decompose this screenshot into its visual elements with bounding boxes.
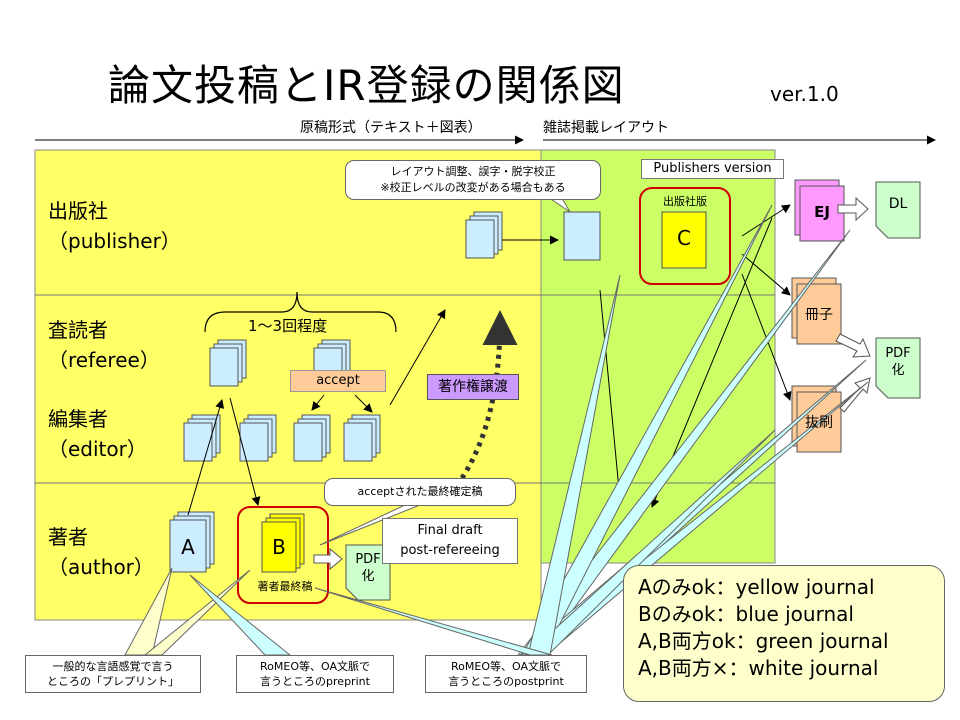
flow-arrow xyxy=(229,397,261,506)
page-title: 論文投稿とIR登録の関係図 xyxy=(108,61,625,110)
publisher-doc-stack xyxy=(465,211,503,259)
axis-label-manuscript: 原稿形式（テキスト＋図表） xyxy=(300,120,482,136)
publisher-layout-doc xyxy=(563,211,601,261)
offprint-label: 抜刷 xyxy=(805,415,833,431)
version-label: ver.1.0 xyxy=(770,82,839,106)
block-arrow-booklet-pdf xyxy=(835,333,871,358)
note-romeo-postprint: RoMEO等、OA文脈で言うところのpostprint xyxy=(425,655,587,693)
note-romeo-preprint: RoMEO等、OA文脈で言うところのpreprint xyxy=(236,655,394,693)
doc-b-label: B xyxy=(272,535,286,559)
role-author: 著者（author） xyxy=(48,525,154,579)
referee-doc-1 xyxy=(209,339,247,387)
accepted-final-callout: acceptされた最終確定稿 xyxy=(324,478,516,506)
doc-c-label: C xyxy=(677,226,691,250)
flow-arrow xyxy=(741,204,791,237)
pdf-doc-right xyxy=(875,337,921,399)
publisher-edition-label: 出版社版 xyxy=(663,195,707,208)
legend-item: A,B両方×：white journal xyxy=(638,656,879,680)
ej-box xyxy=(799,185,845,242)
legend-item: A,B両方ok：green journal xyxy=(638,629,889,653)
doc-c xyxy=(661,211,707,269)
role-editor: 編集者（editor） xyxy=(48,407,147,461)
publishers-version-label: Publishers version xyxy=(641,159,784,179)
role-referee: 査読者（referee） xyxy=(48,318,160,372)
doc-a-stack xyxy=(169,511,215,573)
dl-label: DL xyxy=(888,196,908,212)
editor-doc-4 xyxy=(343,414,381,462)
flow-arrow xyxy=(741,253,791,296)
copyright-transfer-label: 著作権譲渡 xyxy=(427,374,519,400)
highlight-c xyxy=(639,187,731,285)
author-final-label: 著者最終稿 xyxy=(257,580,313,593)
flow-arrow xyxy=(187,399,225,516)
editor-doc-3 xyxy=(293,414,331,462)
legend-item: Bのみok：blue journal xyxy=(638,602,854,626)
dl-doc xyxy=(875,181,921,239)
block-arrow-b-pdf xyxy=(313,547,343,571)
rounds-label: 1～3回程度 xyxy=(248,317,328,335)
booklet-label: 冊子 xyxy=(805,307,833,323)
block-arrow-ej-dl xyxy=(837,196,869,222)
editor-doc-1 xyxy=(183,414,221,462)
note-preprint-general: 一般的な言語感覚で言うところの「プレプリント」 xyxy=(25,655,201,693)
journal-color-legend: Aのみok：yellow journal Bのみok：blue journal … xyxy=(623,565,945,702)
flow-arrow xyxy=(599,289,624,501)
accept-label: accept xyxy=(290,370,386,392)
flow-arrow xyxy=(389,309,446,406)
layout-note-callout: レイアウト調整、誤字・脱字校正※校正レベルの改変がある場合もある xyxy=(345,160,601,200)
copyright-transfer-arrow xyxy=(459,310,518,480)
ej-label: EJ xyxy=(814,203,830,221)
axis-label-layout: 雑誌掲載レイアウト xyxy=(543,120,669,136)
editor-doc-2 xyxy=(239,414,277,462)
doc-b-stack xyxy=(261,513,305,573)
booklet-box xyxy=(796,283,842,345)
role-publisher: 出版社（publisher） xyxy=(48,199,181,253)
rounds-brace xyxy=(204,291,397,333)
block-arrow-offprint-pdf xyxy=(839,377,871,413)
doc-a-label: A xyxy=(181,535,195,559)
flow-arrow xyxy=(311,394,325,411)
legend-item: Aのみok：yellow journal xyxy=(638,575,875,599)
flow-arrow xyxy=(354,394,373,413)
